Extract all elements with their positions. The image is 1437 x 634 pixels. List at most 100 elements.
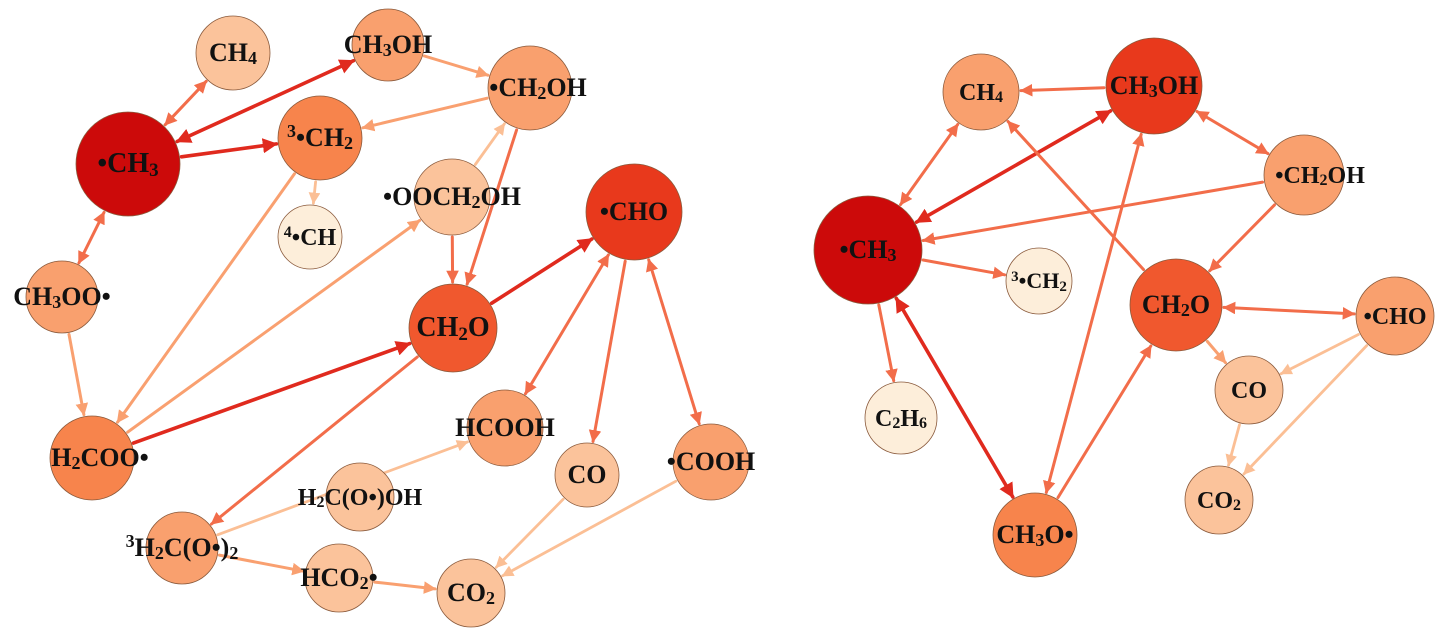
edge-CH3O_b-to-CH2O_b xyxy=(1056,344,1153,499)
node-label-CHO_b: •CHO xyxy=(1363,304,1426,330)
edge-OOCH2OH_a-to-CH2OH_a xyxy=(473,122,506,166)
edge-CHO_a-to-CO_a xyxy=(588,259,627,443)
edge-3CH2_a-to-4CH_a xyxy=(308,180,321,205)
edge-CH3OO_a-to-H2COO_a xyxy=(67,332,89,417)
node-label-CH2O_a: CH2O xyxy=(416,312,489,344)
node-circle-CO2_a xyxy=(436,558,506,628)
node-label-H2COOH_a: H2C(O•)OH xyxy=(298,485,423,512)
node-circle-CH2OH_a xyxy=(487,45,573,131)
node-CHO_a: •CHO xyxy=(585,163,683,261)
node-circle-4CH_a xyxy=(277,204,343,270)
edge-CHO_b-to-CO_b xyxy=(1279,333,1360,376)
node-HCO2_a: HCO2• xyxy=(300,543,378,613)
edge-CH3_a-to-3CH2_a xyxy=(179,138,279,159)
node-CH3_a: •CH3 xyxy=(75,111,181,217)
node-CH2OH_b: •CH2OH xyxy=(1263,134,1365,216)
node-H2COOH_a: H2C(O•)OH xyxy=(298,462,423,532)
node-CO2_b: CO2 xyxy=(1184,465,1254,535)
node-label-CHO_a: •CHO xyxy=(600,197,668,226)
edge-CHO_b-to-CO2_b xyxy=(1242,344,1369,476)
node-label-HCOOH_a: HCOOH xyxy=(455,413,555,442)
edge-HCO2_a-to-CO2_a xyxy=(373,580,437,594)
node-label-CH2O_b: CH2O xyxy=(1142,290,1210,320)
edge-CH3_a-to-CH4_a xyxy=(163,79,208,127)
edge-CH2O_b-to-CH4_b xyxy=(1006,120,1146,272)
edge-3CH2_a-to-H2COO_a xyxy=(116,172,296,424)
edge-CH3OH_a-to-CH2OH_a xyxy=(422,54,490,78)
node-CO2_a: CO2 xyxy=(436,558,506,628)
node-circle-CH3OH_a xyxy=(351,8,425,82)
node-label-CH3_b: •CH3 xyxy=(839,235,896,265)
node-COOH_a: •COOH xyxy=(667,423,755,501)
edge-3H2CO2_a-to-HCO2_a xyxy=(217,553,306,576)
edge-CO_a-to-CO2_a xyxy=(494,497,565,569)
node-circle-3CH2_b xyxy=(1005,247,1073,315)
edge-CH3_a-to-CH3OH_a xyxy=(175,58,356,144)
edge-CH3OH_b-to-CH4_b xyxy=(1019,83,1106,97)
node-circle-CH3OO_a xyxy=(25,260,99,334)
node-label-OOCH2OH_a: •OOCH2OH xyxy=(383,182,521,212)
node-label-CO_a: CO xyxy=(568,460,607,489)
node-label-H2COO_a: H2COO• xyxy=(51,443,149,473)
node-circle-OOCH2OH_a xyxy=(413,158,491,236)
edge-CH2OH_a-to-CH2O_a xyxy=(464,128,519,286)
node-label-CH4_a: CH4 xyxy=(209,38,257,68)
edge-CH2O_b-to-CHO_b xyxy=(1222,301,1356,320)
node-CH4_b: CH4 xyxy=(942,53,1020,131)
node-circle-CH2O_a xyxy=(408,283,498,373)
node-circle-CH2O_b xyxy=(1129,258,1223,352)
edge-CO_b-to-CO2_b xyxy=(1225,423,1241,467)
node-CH3O_b: CH3O• xyxy=(992,492,1078,578)
node-3CH2_b: 3•CH2 xyxy=(1005,247,1073,315)
node-OOCH2OH_a: •OOCH2OH xyxy=(383,158,521,236)
node-H2COO_a: H2COO• xyxy=(49,415,149,501)
node-CHO_b: •CHO xyxy=(1355,276,1435,356)
node-label-4CH_a: 4•CH xyxy=(284,224,337,251)
edge-H2COO_a-to-OOCH2OH_a xyxy=(126,219,422,434)
node-circle-CHO_b xyxy=(1355,276,1435,356)
node-label-3CH2_b: 3•CH2 xyxy=(1011,268,1067,295)
node-label-HCO2_a: HCO2• xyxy=(300,563,377,593)
node-circle-CH3O_b xyxy=(992,492,1078,578)
node-circle-CH3OH_b xyxy=(1105,37,1203,135)
edge-CH3O_b-to-CH3OH_b xyxy=(1043,132,1145,494)
node-circle-CHO_a xyxy=(585,163,683,261)
node-CH2O_a: CH2O xyxy=(408,283,498,373)
node-label-CH2OH_a: •CH2OH xyxy=(489,73,587,103)
node-circle-CO_a xyxy=(554,442,620,508)
node-label-3H2CO2_a: 3H2C(O•)2 xyxy=(126,531,239,563)
node-label-CH3OO_a: CH3OO• xyxy=(13,282,111,312)
node-CH2O_b: CH2O xyxy=(1129,258,1223,352)
node-circle-CH3_b xyxy=(813,195,923,305)
nodes-layer: CH4 CH3OH •CH2OH •CH3 3•CH2 •OOCH2OH 4•CH •CHO C… xyxy=(13,8,1435,628)
node-4CH_a: 4•CH xyxy=(277,204,343,270)
node-3H2CO2_a: 3H2C(O•)2 xyxy=(126,511,239,585)
node-circle-C2H6_b xyxy=(864,381,938,455)
node-CH3OH_a: CH3OH xyxy=(344,8,432,82)
node-label-CO2_b: CO2 xyxy=(1197,488,1241,515)
node-circle-3H2CO2_a xyxy=(145,511,219,585)
edge-CH2O_a-to-CHO_a xyxy=(489,237,594,306)
edge-CH3_b-to-CH3OH_b xyxy=(914,109,1113,224)
node-circle-HCOOH_a xyxy=(466,389,544,467)
edges-layer xyxy=(67,54,1369,594)
node-circle-HCO2_a xyxy=(304,543,374,613)
node-label-C2H6_b: C2H6 xyxy=(875,406,927,433)
node-label-CH3O_b: CH3O• xyxy=(996,520,1073,550)
node-CH3OH_b: CH3OH xyxy=(1105,37,1203,135)
node-CH4_a: CH4 xyxy=(195,15,271,91)
node-3CH2_a: 3•CH2 xyxy=(277,95,363,181)
node-circle-CH4_b xyxy=(942,53,1020,131)
node-label-CH2OH_b: •CH2OH xyxy=(1275,163,1365,190)
edge-CH3_b-to-CH4_b xyxy=(899,123,960,206)
node-CO_a: CO xyxy=(554,442,620,508)
node-label-CH3OH_a: CH3OH xyxy=(344,30,432,60)
node-circle-CO2_b xyxy=(1184,465,1254,535)
edge-CH3OH_b-to-CH2OH_b xyxy=(1195,110,1270,156)
edge-CH3_a-to-CH3OO_a xyxy=(77,210,106,265)
node-circle-COOH_a xyxy=(672,423,750,501)
node-circle-H2COO_a xyxy=(49,415,135,501)
node-circle-CH2OH_b xyxy=(1263,134,1345,216)
edge-CH3_b-to-C2H6_b xyxy=(877,303,898,383)
